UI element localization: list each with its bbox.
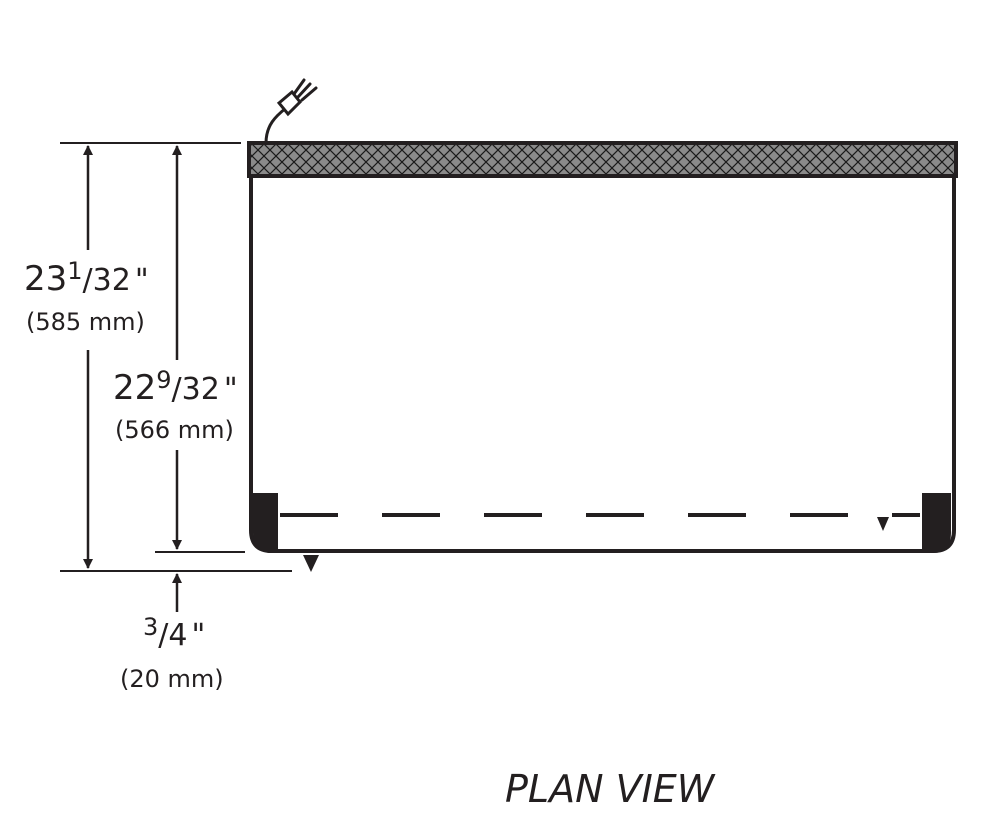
overall-depth-label: 231/32"	[24, 257, 149, 299]
front-corner-right	[922, 493, 951, 553]
door-offset-label: 3/4"	[143, 613, 205, 653]
door-handle-marker	[877, 517, 889, 531]
front-corner-left	[253, 493, 278, 553]
door-offset-metric: (20 mm)	[120, 665, 224, 693]
extension-lines	[60, 142, 292, 572]
cabinet-depth-label: 229/32"	[113, 366, 238, 408]
bottom-edge-marker	[303, 555, 319, 572]
overall-depth-metric: (585 mm)	[26, 308, 145, 336]
plan-view-caption: PLAN VIEW	[505, 767, 716, 811]
power-plug-icon	[264, 78, 318, 145]
cabinet-depth-metric: (566 mm)	[115, 416, 234, 444]
cabinet-outline	[249, 176, 956, 553]
rear-hatched-panel	[247, 141, 958, 178]
